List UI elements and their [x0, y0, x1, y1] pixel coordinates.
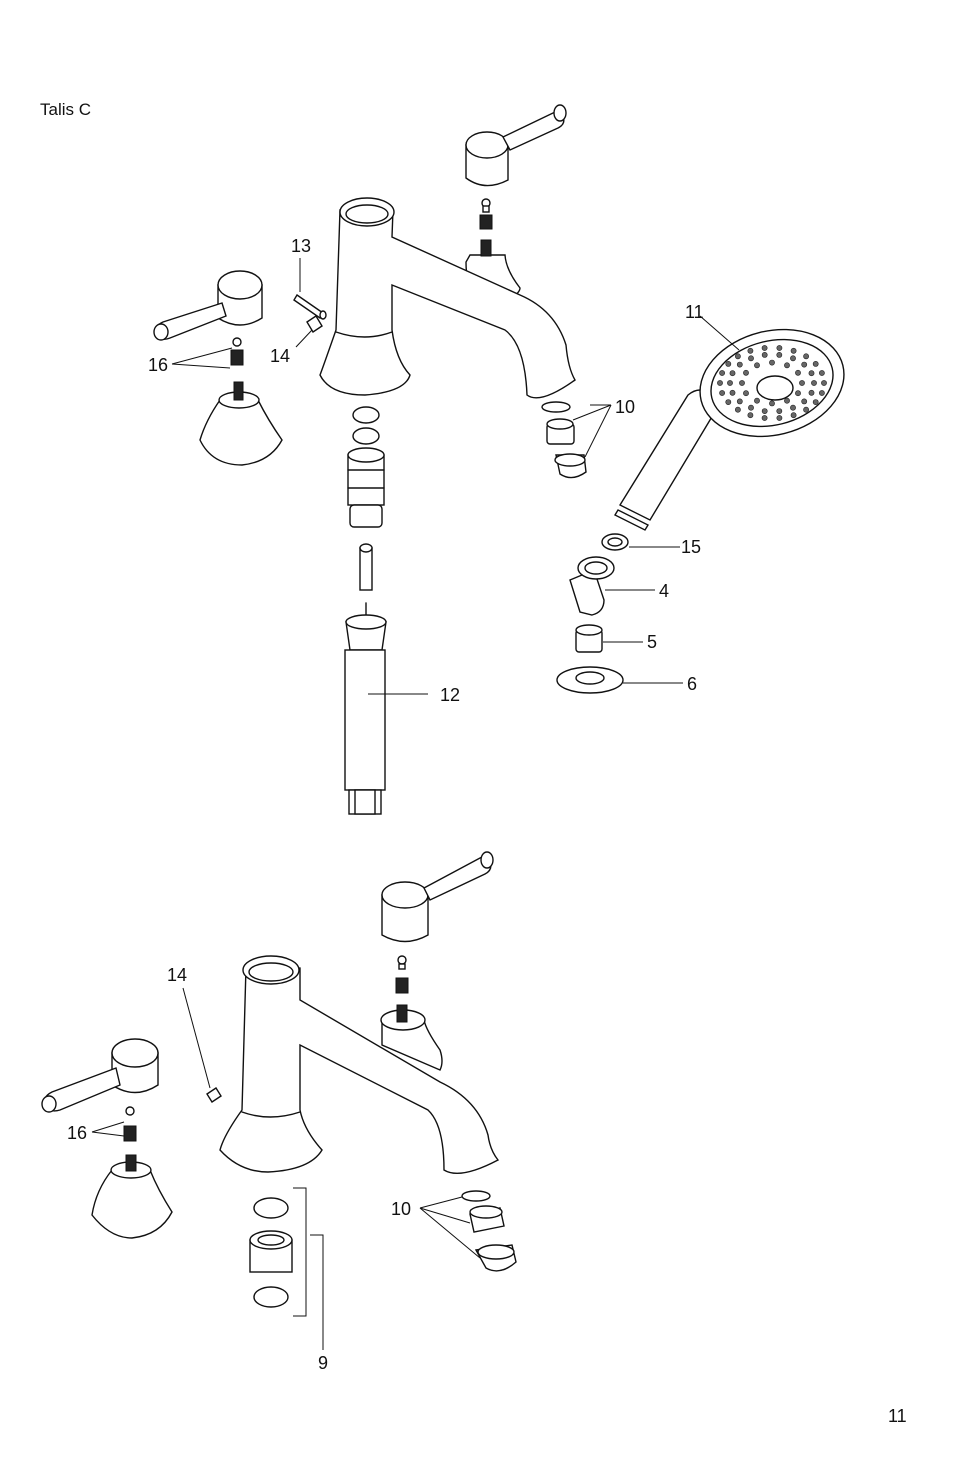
left-valve-flange-bottom [92, 1155, 172, 1238]
callout-5: 5 [647, 632, 657, 652]
bath-spout-top [320, 198, 575, 398]
callout-12: 12 [440, 685, 460, 705]
callout-16-bottom: 16 [67, 1123, 87, 1143]
right-lever-handle-bottom [382, 852, 493, 942]
o-rings-top [353, 407, 379, 444]
callout-13: 13 [291, 236, 311, 256]
screw-bottom-right [396, 956, 408, 993]
callout-14-top: 14 [270, 346, 290, 366]
aerator-parts-bottom [420, 1191, 516, 1271]
aerator-parts-top [542, 402, 611, 478]
escutcheon-6 [557, 667, 683, 693]
screw-top-right [480, 199, 492, 229]
diverter-cartridge [348, 448, 384, 527]
left-valve-flange-top [200, 382, 282, 465]
callout-4: 4 [659, 581, 669, 601]
screw-top-left [231, 338, 243, 365]
check-valve-5 [576, 625, 643, 652]
callout-15: 15 [681, 537, 701, 557]
bath-spout-bottom [220, 956, 498, 1173]
callout-16-top: 16 [148, 355, 168, 375]
elbow-connector-4 [570, 557, 655, 615]
handshower-cartridge [345, 603, 428, 814]
callout-10-bottom: 10 [391, 1199, 411, 1219]
hand-shower [615, 315, 855, 530]
seal-kit-9 [250, 1188, 323, 1350]
callout-11: 11 [685, 302, 704, 322]
diverter-stem [360, 544, 372, 590]
screw-bottom-left [92, 1107, 136, 1141]
right-lever-handle-top [466, 105, 566, 186]
left-lever-handle-bottom [42, 1039, 158, 1112]
set-screw-bottom [183, 988, 221, 1102]
callout-10-top: 10 [615, 397, 635, 417]
callout-14-bottom: 14 [167, 965, 187, 985]
diverter-pin [294, 295, 326, 319]
washer-15 [602, 534, 680, 550]
left-lever-handle-top [154, 271, 262, 340]
callout-6: 6 [687, 674, 697, 694]
callout-9: 9 [318, 1353, 328, 1373]
